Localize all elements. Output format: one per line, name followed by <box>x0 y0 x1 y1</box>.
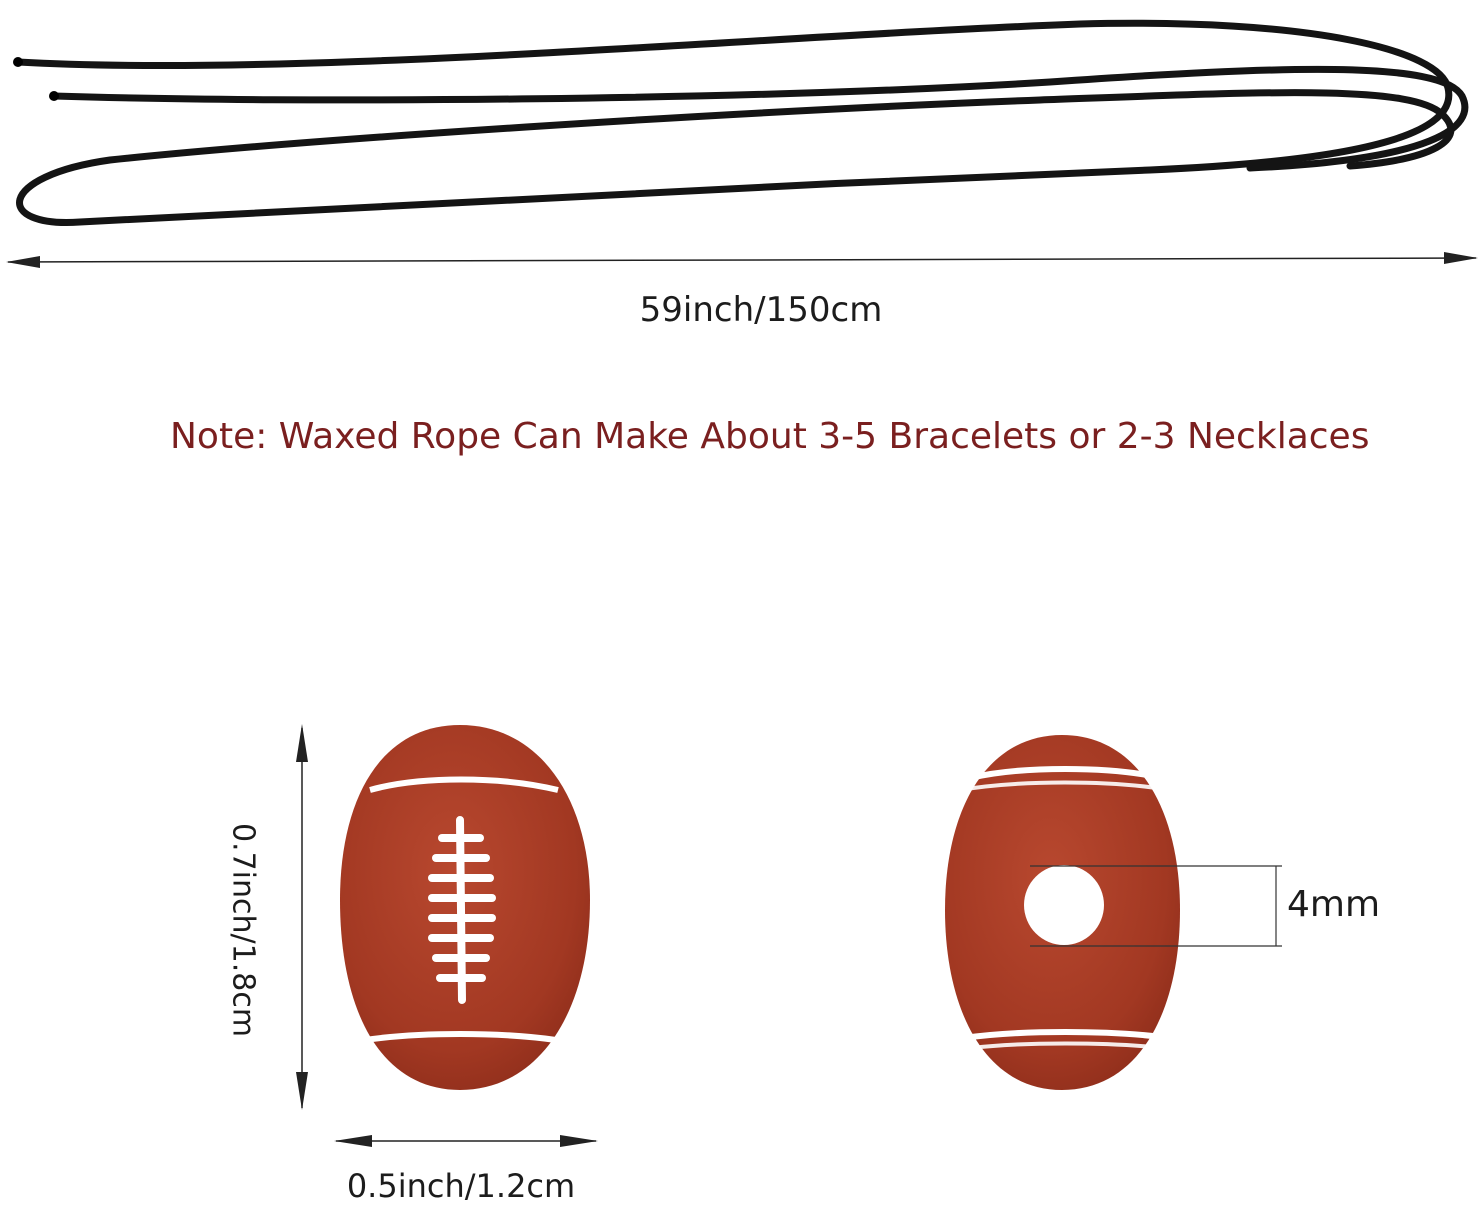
bead-height-label: 0.7inch/1.8cm <box>225 822 261 1038</box>
hole-diameter-label: 4mm <box>1287 884 1381 925</box>
rope-length-label: 59inch/150cm <box>639 290 883 330</box>
bead-width-label: 0.5inch/1.2cm <box>346 1167 576 1205</box>
waxed-rope-image <box>13 19 1469 226</box>
rope-length-arrow <box>6 252 1478 268</box>
note-text: Note: Waxed Rope Can Make About 3-5 Brac… <box>170 416 1370 457</box>
